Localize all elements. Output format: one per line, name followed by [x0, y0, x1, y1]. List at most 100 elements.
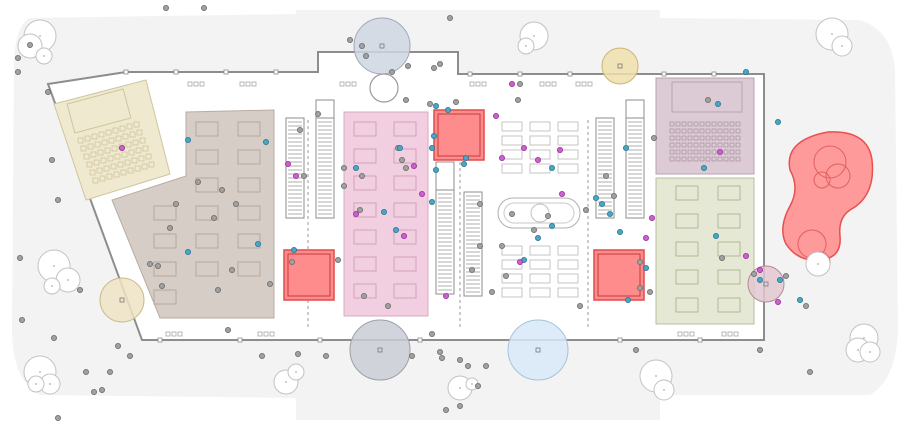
- seat: [669, 142, 675, 148]
- key: [114, 153, 121, 160]
- table: [195, 177, 219, 193]
- key: [131, 157, 138, 164]
- point-gray: [517, 81, 524, 88]
- point-gray: [127, 352, 134, 359]
- table: [195, 121, 219, 137]
- point-magenta: [557, 146, 564, 153]
- point-gray: [194, 178, 201, 185]
- key: [122, 133, 129, 140]
- key: [90, 151, 97, 158]
- point-gray: [428, 330, 435, 337]
- point-gray: [296, 127, 303, 134]
- table: [237, 121, 261, 137]
- table: [195, 261, 219, 277]
- point-gray: [288, 258, 295, 265]
- seat: [711, 128, 717, 134]
- key: [98, 131, 105, 138]
- table: [353, 121, 377, 137]
- point-gray: [358, 172, 365, 179]
- point-blue: [535, 234, 542, 241]
- seat: [675, 149, 681, 155]
- point-gray: [224, 326, 231, 333]
- table: [153, 261, 177, 277]
- seat: [717, 121, 723, 127]
- point-blue: [430, 132, 437, 139]
- seat: [711, 135, 717, 141]
- point-gray: [603, 172, 610, 179]
- seat: [693, 142, 699, 148]
- point-magenta: [284, 160, 291, 167]
- point-blue: [396, 144, 403, 151]
- point-blue: [444, 107, 451, 114]
- key: [121, 151, 128, 158]
- table: [237, 149, 261, 165]
- point-blue: [428, 144, 435, 151]
- point-blue: [643, 264, 650, 271]
- seat: [681, 135, 687, 141]
- point-blue: [775, 119, 782, 126]
- seat: [729, 149, 735, 155]
- point-blue: [290, 246, 297, 253]
- key: [96, 167, 103, 174]
- key: [142, 145, 149, 152]
- seat: [669, 128, 675, 134]
- table: [393, 148, 417, 164]
- point-gray: [115, 342, 122, 349]
- key: [94, 141, 101, 148]
- seat: [669, 121, 675, 127]
- table: [717, 297, 741, 313]
- table: [675, 185, 699, 201]
- point-gray: [146, 260, 153, 267]
- key: [80, 145, 87, 152]
- seat: [669, 135, 675, 141]
- key: [84, 135, 91, 142]
- seat: [735, 149, 741, 155]
- point-gray: [45, 89, 52, 96]
- table: [237, 233, 261, 249]
- domed-pavilion-icon: [99, 17, 785, 381]
- key: [89, 169, 96, 176]
- hotspot-square: [283, 249, 335, 301]
- point-gray: [91, 388, 98, 395]
- key: [91, 133, 98, 140]
- seat: [735, 135, 741, 141]
- seat: [717, 128, 723, 134]
- table: [393, 175, 417, 191]
- point-gray: [442, 406, 449, 413]
- zone-cream-parallelogram: [53, 79, 171, 201]
- table: [717, 185, 741, 201]
- key: [101, 139, 108, 146]
- point-gray: [637, 258, 644, 265]
- table: [353, 256, 377, 272]
- key: [120, 169, 127, 176]
- point-gray: [334, 256, 341, 263]
- point-gray: [757, 346, 764, 353]
- seat: [729, 156, 735, 162]
- point-gray: [476, 242, 483, 249]
- key: [133, 121, 140, 128]
- point-magenta: [400, 232, 407, 239]
- hotspot-squares: [283, 109, 645, 301]
- point-gray: [384, 302, 391, 309]
- seat: [705, 142, 711, 148]
- seat: [675, 156, 681, 162]
- point-blue: [549, 164, 556, 171]
- seat: [717, 156, 723, 162]
- point-gray: [26, 42, 33, 49]
- point-gray: [577, 302, 584, 309]
- table: [195, 205, 219, 221]
- point-gray: [18, 316, 25, 323]
- seat: [669, 156, 675, 162]
- point-gray: [362, 53, 369, 60]
- point-blue: [623, 144, 630, 151]
- seating-grid-icon: [501, 121, 579, 298]
- table: [675, 269, 699, 285]
- seat: [717, 142, 723, 148]
- point-magenta: [717, 148, 724, 155]
- point-gray: [232, 200, 239, 207]
- seat: [687, 142, 693, 148]
- seat: [711, 121, 717, 127]
- key: [86, 161, 93, 168]
- central-oval: [497, 197, 581, 229]
